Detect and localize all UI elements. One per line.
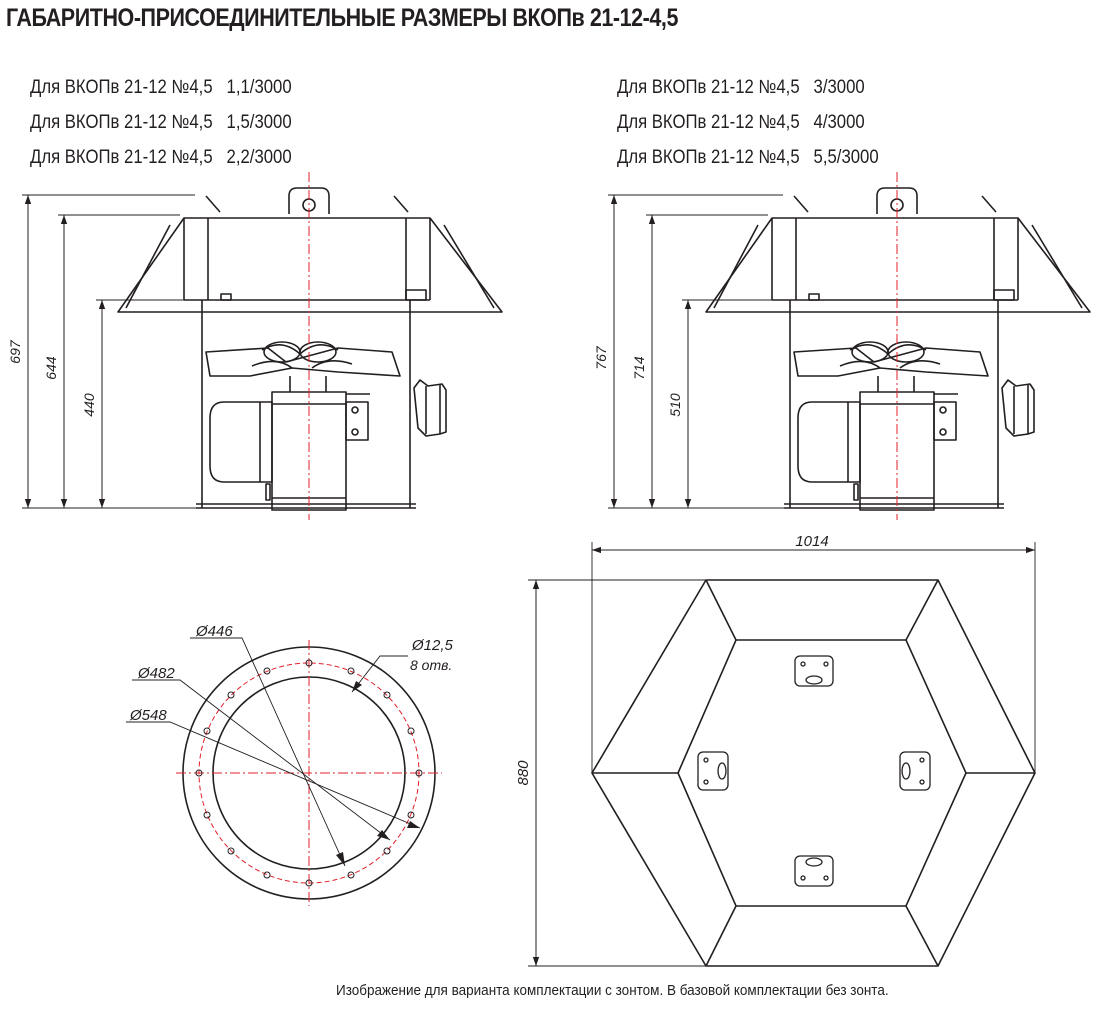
bolt-hole	[195, 769, 203, 777]
variant-line: Для ВКОПв 21-12 №4,5 1,5/3000	[30, 112, 292, 133]
umbrella-top-view: 1014 880	[515, 533, 1036, 967]
bolt-hole	[347, 667, 355, 675]
variant-list-right: Для ВКОПв 21-12 №4,5 3/3000 Для ВКОПв 21…	[617, 70, 879, 175]
dim-label-middle: 644	[43, 356, 59, 380]
fan-side-view-left: 697 644 440	[7, 172, 503, 520]
bolt-hole	[383, 691, 391, 699]
bolt-hole	[203, 727, 211, 735]
dim-label-height: 880	[515, 760, 532, 786]
flange-view: Ø446 Ø482 Ø548 Ø12,5 8 отв.	[126, 623, 454, 906]
bolt-hole	[407, 811, 415, 819]
bolt-hole	[415, 769, 423, 777]
dim-label-base: 510	[667, 393, 683, 417]
bolt-hole	[305, 879, 313, 887]
dim-label-total: 697	[7, 339, 23, 364]
dim-label-total: 767	[593, 345, 609, 370]
mounting-brackets	[697, 655, 931, 887]
bracket-bottom	[794, 855, 834, 887]
hole-diameter-label: Ø12,5	[411, 637, 454, 654]
page-title: ГАБАРИТНО-ПРИСОЕДИНИТЕЛЬНЫЕ РАЗМЕРЫ ВКОП…	[6, 4, 678, 32]
hole-count-label: 8 отв.	[410, 657, 452, 673]
dim-label-base: 440	[81, 393, 97, 417]
bolt-hole	[203, 811, 211, 819]
variant-line: Для ВКОПв 21-12 №4,5 3/3000	[617, 77, 865, 98]
variant-line: Для ВКОПв 21-12 №4,5 2,2/3000	[30, 147, 292, 168]
bracket-left	[697, 751, 729, 791]
variant-line: Для ВКОПв 21-12 №4,5 5,5/3000	[617, 147, 879, 168]
bolt-holes	[195, 659, 423, 887]
bolt-hole	[227, 847, 235, 855]
bolt-hole	[383, 847, 391, 855]
fan-side-view-right: 767 714 510	[593, 172, 1091, 520]
bracket-top	[794, 655, 834, 687]
variant-line: Для ВКОПв 21-12 №4,5 1,1/3000	[30, 77, 292, 98]
bolt-hole	[263, 871, 271, 879]
bolt-hole	[227, 691, 235, 699]
d-inner-label: Ø446	[195, 623, 233, 640]
dim-label-width: 1014	[795, 533, 828, 550]
caption: Изображение для варианта комплектации с …	[336, 982, 889, 999]
d-bolt-circle-label: Ø482	[137, 665, 175, 682]
dim-label-middle: 714	[631, 356, 647, 380]
bolt-hole	[347, 871, 355, 879]
variant-line: Для ВКОПв 21-12 №4,5 4/3000	[617, 112, 865, 133]
variant-list-left: Для ВКОПв 21-12 №4,5 1,1/3000 Для ВКОПв …	[30, 70, 292, 175]
d-outer-label: Ø548	[129, 707, 167, 724]
bolt-hole	[407, 727, 415, 735]
bracket-right	[899, 751, 931, 791]
bolt-hole	[305, 659, 313, 667]
bolt-hole	[263, 667, 271, 675]
